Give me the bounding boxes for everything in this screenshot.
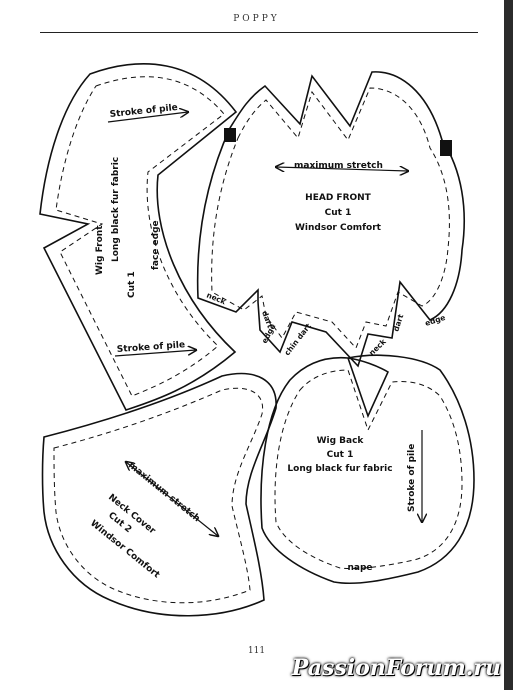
head-front-arrow-label: maximum stretch [294,161,383,171]
wig-back-piece: Wig Back Cut 1 Long black fur fabric Str… [260,354,475,585]
wig-back-arrow-label: Stroke of pile [407,444,417,512]
head-front-neck-right: neck [367,336,388,357]
wig-front-arrow-label-bottom: Stroke of pile [117,340,186,355]
wig-front-fabric: Long black fur fabric [111,157,121,262]
wig-back-title: Wig Back [317,436,365,446]
head-front-piece: maximum stretch HEAD FRONT Cut 1 Windsor… [196,71,465,368]
header-rule [40,32,478,33]
head-front-cut: Cut 1 [325,208,352,218]
wig-back-cut: Cut 1 [327,450,354,460]
head-front-chin-dart: chin dart [282,321,313,357]
page-number: 111 [247,646,266,656]
head-front-fabric: Windsor Comfort [295,223,382,233]
page-header-title: Poppy [233,14,280,24]
head-front-title: HEAD FRONT [305,193,372,203]
wig-front-title: Wig Front [95,225,105,275]
wig-front-cut: Cut 1 [127,271,137,298]
wig-back-fabric: Long black fur fabric [287,464,392,474]
wig-back-nape: nape [347,563,372,573]
wig-front-face-edge: face edge [151,220,161,270]
head-front-edge-right: edge [424,313,447,328]
neck-cover-piece: maximum stretch Neck Cover Cut 2 Windsor… [41,372,277,617]
head-front-dart-right: dart [391,313,405,333]
wig-front-piece: Stroke of pile Wig Front Long black fur … [39,63,238,411]
watermark: PassionForum.ru [291,655,501,681]
scan-edge-strip [504,0,513,690]
